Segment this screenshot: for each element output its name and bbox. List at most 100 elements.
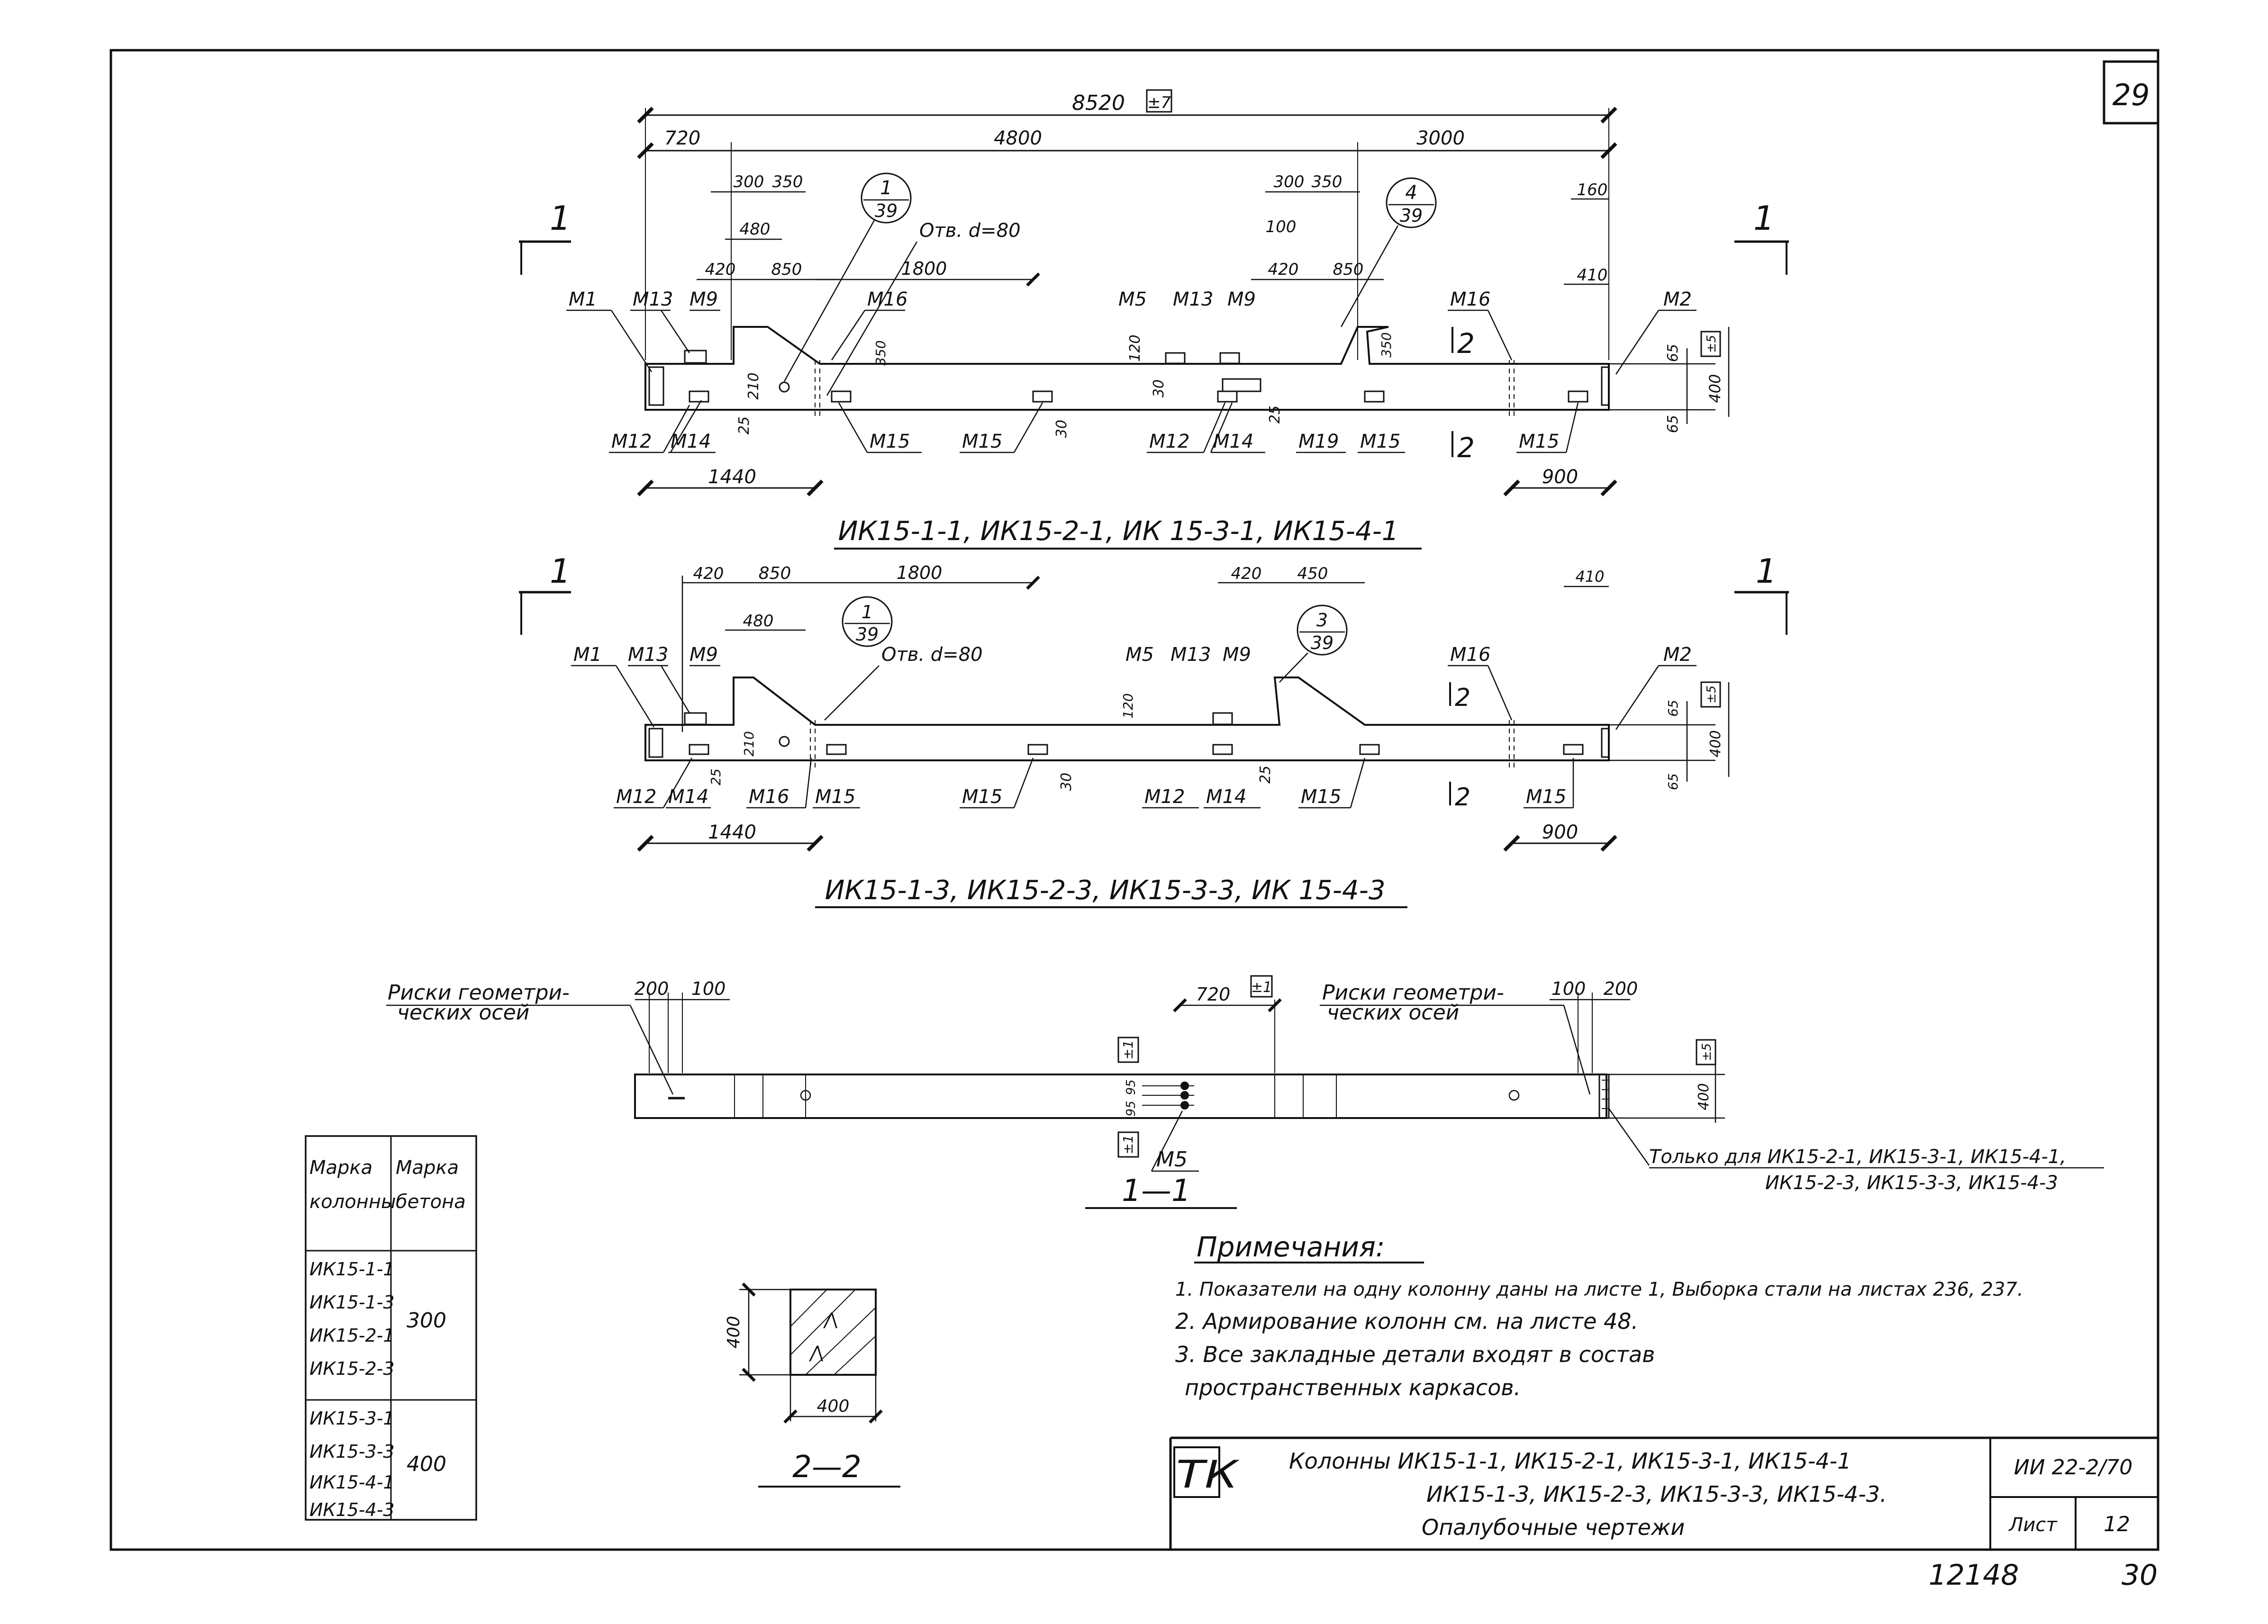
v2-callout1-sheet: 39 bbox=[856, 624, 879, 645]
s11-tol1b: ±1 bbox=[1120, 1040, 1136, 1059]
s11-tol1c: ±1 bbox=[1120, 1135, 1136, 1154]
v2-dim-tol5: ±5 bbox=[1705, 686, 1719, 704]
s11-dim-100b: 100 bbox=[1551, 978, 1586, 999]
title-line-3: Опалубочные чертежи bbox=[1422, 1515, 1685, 1540]
title-sheet-number: 12 bbox=[2104, 1512, 2130, 1536]
v2-label-m9b: М9 bbox=[1223, 644, 1251, 666]
v2-section-mark-left: 1 bbox=[550, 552, 571, 591]
s11-dim-200b: 200 bbox=[1604, 978, 1638, 999]
v1-dim-tol5: ±5 bbox=[1705, 335, 1719, 353]
table-row: ИК15-3-1 bbox=[309, 1408, 395, 1429]
v1-dim-65b: 65 bbox=[1665, 415, 1681, 433]
v2-label-m12a: М12 bbox=[616, 786, 656, 808]
v1-dim-480: 480 bbox=[740, 220, 771, 239]
v1-dim-30b: 30 bbox=[1053, 420, 1070, 438]
v2-label-m13a: М13 bbox=[628, 644, 668, 666]
v1-label-m16a: М16 bbox=[867, 289, 907, 310]
v2-dim-450: 450 bbox=[1297, 564, 1328, 583]
scan-number-right: 30 bbox=[2122, 1559, 2158, 1592]
concrete-grade-table: Марка колонны Марка бетона ИК15-1-1 ИК15… bbox=[305, 1135, 477, 1521]
v2-label-m15d: М15 bbox=[1526, 786, 1566, 808]
v2-section-mark-right: 1 bbox=[1756, 552, 1777, 591]
v1-label-m1: М1 bbox=[569, 289, 597, 310]
v2-label-m14a: М14 bbox=[668, 786, 708, 808]
tk-logo: ТК bbox=[1176, 1453, 1240, 1497]
v2-dim-1440: 1440 bbox=[708, 821, 756, 843]
s11-right-note-1: Риски геометри- bbox=[1322, 981, 1504, 1005]
s11-left-note-2: ческих осей bbox=[397, 1001, 529, 1025]
s11-dim-95a: 95 bbox=[1124, 1079, 1138, 1095]
s11-dim-200a: 200 bbox=[635, 978, 669, 999]
s11-dim-400: 400 bbox=[1696, 1083, 1712, 1110]
v2-label-m16b: М16 bbox=[749, 786, 789, 808]
s11-tol5: ±5 bbox=[1700, 1043, 1714, 1061]
v2-dim-400: 400 bbox=[1707, 730, 1724, 757]
v1-dim-total: 8520 bbox=[1072, 91, 1125, 115]
v1-dim-total-tol: ±7 bbox=[1147, 93, 1171, 112]
table-row: ИК15-4-3 bbox=[309, 1499, 395, 1520]
v1-dim-300b: 300 bbox=[1274, 172, 1305, 191]
v2-dim-30: 30 bbox=[1058, 773, 1075, 791]
v1-label-m15d: М15 bbox=[1519, 431, 1559, 452]
v1-dim-720: 720 bbox=[664, 127, 700, 149]
view2-drawing: 420 850 1800 480 420 450 410 1 39 Отв. d… bbox=[519, 552, 1789, 908]
note-2: 2. Армирование колонн см. на листе 48. bbox=[1175, 1308, 1638, 1334]
v1-cut-mark-bottom: 2 bbox=[1457, 432, 1475, 464]
s22-dim-400b: 400 bbox=[817, 1397, 850, 1416]
v2-hole-note: Отв. d=80 bbox=[881, 644, 983, 666]
section-2-2: /\ /\ 400 400 2—2 bbox=[724, 1282, 900, 1488]
v1-label-m19: М19 bbox=[1298, 431, 1339, 452]
v1-callout2-num: 4 bbox=[1405, 182, 1417, 204]
v1-dim-210: 210 bbox=[745, 372, 762, 399]
table-header-col1-line1: Марка bbox=[309, 1157, 372, 1179]
v1-label-m9a: М9 bbox=[689, 289, 718, 310]
v1-dim-65a: 65 bbox=[1665, 344, 1681, 362]
v1-dim-160: 160 bbox=[1577, 180, 1608, 199]
table-header-col2-line1: Марка bbox=[396, 1157, 459, 1179]
v2-callout2-sheet: 39 bbox=[1311, 632, 1334, 653]
v1-label-m15b: М15 bbox=[962, 431, 1002, 452]
v2-dim-410: 410 bbox=[1575, 568, 1604, 586]
v1-dim-1440: 1440 bbox=[708, 466, 756, 488]
v1-dim-420b: 420 bbox=[1268, 260, 1299, 279]
table-row: ИК15-2-3 bbox=[309, 1358, 395, 1379]
v2-label-m15c: М15 bbox=[1301, 786, 1341, 808]
s22-title: 2—2 bbox=[792, 1450, 861, 1485]
v1-cut-mark-top: 2 bbox=[1457, 327, 1475, 360]
v1-label-m15a: М15 bbox=[870, 431, 910, 452]
v1-dim-850b: 850 bbox=[1333, 260, 1364, 279]
v2-callout1-num: 1 bbox=[862, 602, 873, 623]
v1-label-m14b: М14 bbox=[1213, 431, 1253, 452]
v1-dim-4800: 4800 bbox=[994, 127, 1042, 149]
v1-label-m12b: М12 bbox=[1149, 431, 1189, 452]
v1-label-m13b: М13 bbox=[1173, 289, 1213, 310]
v2-label-m9a: М9 bbox=[689, 644, 718, 666]
v1-callout2-sheet: 39 bbox=[1400, 205, 1423, 226]
v1-section-mark-right: 1 bbox=[1753, 199, 1775, 238]
v1-dim-350v1: 350 bbox=[873, 340, 889, 365]
sheet-frame bbox=[109, 49, 2159, 1551]
sheet-number-box bbox=[2103, 60, 2159, 125]
s11-dim-100a: 100 bbox=[691, 978, 726, 999]
v2-label-m5: М5 bbox=[1125, 644, 1154, 666]
s11-only-note-2: ИК15-2-3, ИК15-3-3, ИК15-4-3 bbox=[1765, 1172, 2058, 1194]
v1-dim-3000: 3000 bbox=[1416, 127, 1465, 149]
v2-dim-65a: 65 bbox=[1665, 700, 1681, 717]
v1-label-m15c: М15 bbox=[1360, 431, 1400, 452]
s11-left-note-1: Риски геометри- bbox=[388, 981, 570, 1005]
v1-label-m5: М5 bbox=[1118, 289, 1147, 310]
v1-dim-400: 400 bbox=[1706, 374, 1724, 403]
v2-cut-mark-top: 2 bbox=[1455, 684, 1470, 712]
title-sheet-label: Лист bbox=[2008, 1514, 2058, 1536]
v2-label-m12b: М12 bbox=[1144, 786, 1185, 808]
svg-text:/\: /\ bbox=[823, 1309, 837, 1331]
v1-dim-300a: 300 bbox=[734, 172, 764, 191]
s11-m5: М5 bbox=[1156, 1147, 1188, 1172]
table-row: ИК15-1-1 bbox=[309, 1259, 395, 1280]
scan-number-left: 12148 bbox=[1929, 1559, 2019, 1592]
table-row: ИК15-2-1 bbox=[309, 1325, 395, 1346]
table-header-col2-line2: бетона bbox=[396, 1191, 466, 1213]
v2-cut-mark-bottom: 2 bbox=[1455, 783, 1470, 812]
s11-title: 1—1 bbox=[1122, 1173, 1190, 1209]
